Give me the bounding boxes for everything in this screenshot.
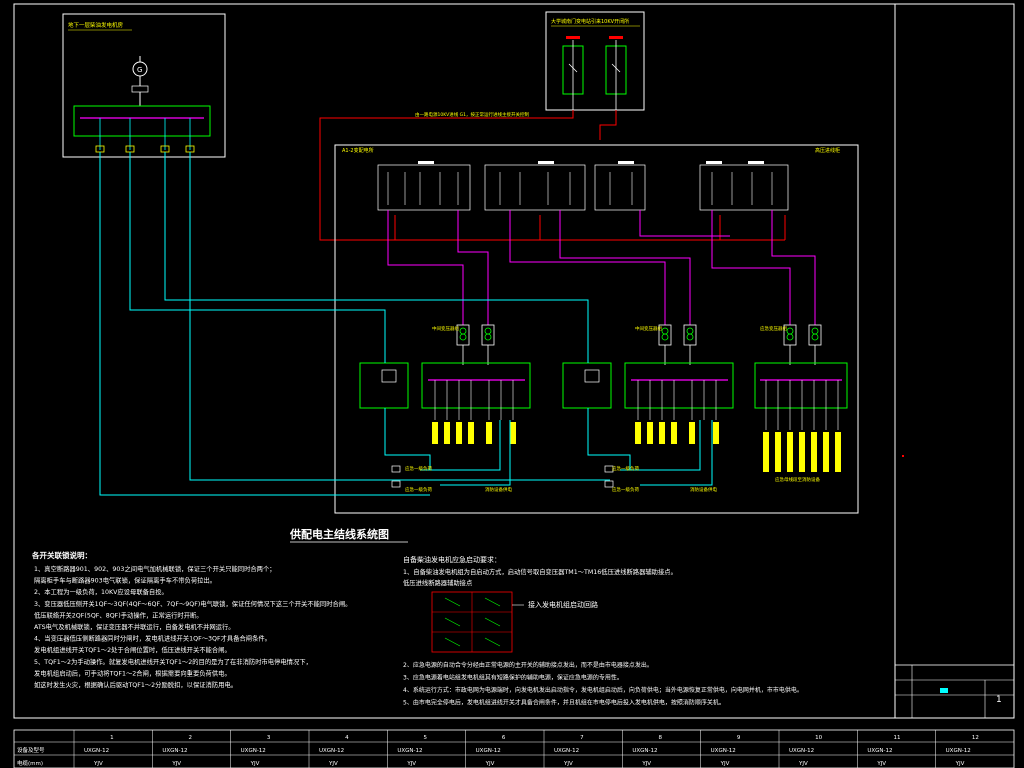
generator-room-box: 地下一层柴油发电机房 G	[62, 13, 226, 158]
hv-station-label-right: 高压进线柜	[815, 147, 840, 154]
table-cell-type: UXGN-12	[711, 748, 736, 754]
table-cell-id: 8	[659, 735, 663, 741]
note-left-line: 低压联络开关2QF(5QF、8QF)手动操作，正常运行时开断。	[34, 610, 203, 619]
table-cell-cable: YJV	[485, 761, 495, 767]
generator-supply-lines	[99, 152, 713, 496]
note-left-line: 发电机组进线开关TQF1～2处于合闸位置时，低压进线开关不能合闸。	[34, 645, 231, 654]
table-cell-type: UXGN-12	[397, 748, 422, 754]
table-cell-cable: YJV	[563, 761, 573, 767]
load-label-right: 应急母线段至消防设备	[775, 476, 820, 483]
start-circuit-legend: 接入发电机组启动回路	[431, 591, 598, 653]
svg-text:G: G	[137, 66, 142, 74]
notes-right-lines: 1、自备柴油发电机组为自启动方式，启动信号取自变压器TM1～TM16低压进线断路…	[403, 567, 677, 587]
load-label-left-right: 消防设备供电	[485, 486, 512, 493]
load-label-mid-1: 应急一级负荷	[612, 465, 639, 472]
note-left-line: 4、当变压器低压侧断路器同时分闸时，发电机进线开关1QF～3QF才具备合闸条件。	[34, 634, 271, 643]
hv-cable-note: 由一路电源10KV进线 G1，按正常运行进线主接开关控制	[415, 111, 530, 118]
note-left-line: 3、变压器低压侧开关1QF～3QF(4QF～6QF、7QF～9QF)电气联锁，保…	[34, 599, 351, 608]
table-cell-cable: YJV	[93, 761, 103, 767]
feeder-lines	[387, 210, 816, 325]
note-right-more-line: 2、应急电源的自动合令分经由正常电源的主开关的辅助接点发出，而不是由市电器接点发…	[403, 661, 653, 669]
lv-panel-group-2	[562, 362, 734, 444]
load-label-left-2: 应急一级负荷	[405, 486, 432, 493]
table-cell-id: 3	[267, 735, 271, 741]
lv-panel-group-3	[754, 362, 848, 472]
drawing-frame	[13, 3, 1015, 719]
table-row-label-1: 设备及型号	[17, 746, 45, 754]
transformers	[456, 324, 822, 365]
table-cell-id: 6	[502, 735, 506, 741]
table-cell-cable: YJV	[955, 761, 965, 767]
load-label-left-1: 应急一级负荷	[405, 465, 432, 472]
table-cell-id: 1	[110, 735, 114, 741]
table-cell-id: 10	[815, 735, 822, 741]
table-cell-type: UXGN-12	[162, 748, 187, 754]
table-cell-id: 4	[345, 735, 349, 741]
group-label-2: 中间变压器组	[635, 325, 662, 332]
table-cell-cable: YJV	[876, 761, 886, 767]
table-cell-id: 12	[972, 735, 979, 741]
hv-station-label: A1-2变配电所	[342, 147, 374, 154]
table-cell-type: UXGN-12	[946, 748, 971, 754]
table-cell-id: 7	[580, 735, 584, 741]
hv-cables	[319, 110, 786, 241]
table-cell-type: UXGN-12	[867, 748, 892, 754]
table-cell-cable: YJV	[641, 761, 651, 767]
group-label-1: 中间变压器组	[432, 325, 459, 332]
table-cell-id: 2	[189, 735, 193, 741]
table-cell-cable: YJV	[328, 761, 338, 767]
lv-panel-group-1	[359, 362, 531, 444]
table-cell-type: UXGN-12	[319, 748, 344, 754]
diagram-title: 供配电主结线系统图	[289, 527, 389, 541]
table-cell-type: UXGN-12	[84, 748, 109, 754]
table-cell-id: 11	[894, 735, 901, 741]
note-left-line: 如这时发生火灾，根据确认后驱动TQF1～2分励脱扣，以保证消防用电。	[34, 680, 237, 689]
note-right-more-line: 3、应急电源着电站组发电机组其有短路保护的辅助电源，保证应急电源的专用性。	[403, 674, 623, 682]
table-cell-type: UXGN-12	[554, 748, 579, 754]
table-cell-type: UXGN-12	[476, 748, 501, 754]
table-cell-id: 5	[424, 735, 428, 741]
marker-dot	[902, 455, 904, 457]
generator-room-title: 地下一层柴油发电机房	[68, 21, 124, 29]
table-cell-type: UXGN-12	[632, 748, 657, 754]
legend-label: 接入发电机组启动回路	[528, 600, 598, 609]
note-right-line: 低压进线断路器辅助接点	[403, 578, 472, 587]
notes-left-lines: 1、真空断路器901、902、903之间电气加机械联锁，保证三个开关只能同时合两…	[34, 564, 351, 689]
note-left-line: 隔离柜手车与断路器903电气联锁，保证隔离手车不带负荷拉出。	[34, 576, 216, 585]
note-right-more-line: 5、由市电完全停电后，发电机组进线开关才具备合闸条件，并且机组在市电停电后投入发…	[403, 699, 725, 707]
table-cell-cable: YJV	[798, 761, 808, 767]
note-left-line: 2、本工程为一级负荷，10KV应设母联备自投。	[34, 587, 168, 596]
table-cell-type: UXGN-12	[789, 748, 814, 754]
table-cell-cable: YJV	[406, 761, 416, 767]
group-label-3: 应急变压器组	[760, 325, 787, 332]
table-cell-type: UXGN-12	[241, 748, 266, 754]
title-block: 1	[894, 664, 1015, 719]
table-cell-cable: YJV	[171, 761, 181, 767]
ats-switches	[391, 465, 614, 488]
notes-right-title: 自备柴油发电机应急启动要求：	[403, 555, 501, 564]
note-right-line: 1、自备柴油发电机组为自启动方式，启动信号取自变压器TM1～TM16低压进线断路…	[403, 567, 677, 576]
note-left-line: 5、TQF1～2为手动操作。就复发电机进线开关TQF1～2的目的是为了在非消防时…	[34, 657, 312, 666]
load-label-mid-right: 消防设备供电	[690, 486, 717, 493]
load-label-mid-2: 应急一级负荷	[612, 486, 639, 493]
table-row-label-2: 电缆(mm)	[17, 759, 43, 767]
page-number: 1	[996, 695, 1002, 705]
table-cell-id: 9	[737, 735, 741, 741]
notes-right-more: 2、应急电源的自动合令分经由正常电源的主开关的辅助接点发出，而不是由市电器接点发…	[403, 661, 803, 707]
table-cell-cable: YJV	[250, 761, 260, 767]
note-left-line: ATS电气及机械联锁，保证变压器不并联运行，自备发电机不并网运行。	[34, 622, 235, 631]
note-right-more-line: 4、系统运行方式：市政电网为电源端时，向发电机发出启动指令，发电机组启动后，向负…	[403, 686, 803, 694]
notes-left-title: 各开关联锁说明：	[31, 550, 92, 560]
incoming-10kv-box: 大学城南门变电站引来10KV开闭所	[545, 11, 645, 111]
table-cell-cable: YJV	[720, 761, 730, 767]
hv-station-box: A1-2变配电所 高压进线柜	[334, 144, 859, 514]
note-left-line: 1、真空断路器901、902、903之间电气加机械联锁，保证三个开关只能同时合两…	[34, 564, 276, 573]
note-left-line: 发电机组启动后，可手动将TQF1～2合闸，根据需要向重要负荷供电。	[34, 668, 231, 677]
incoming-10kv-title: 大学城南门变电站引来10KV开闭所	[551, 18, 629, 25]
